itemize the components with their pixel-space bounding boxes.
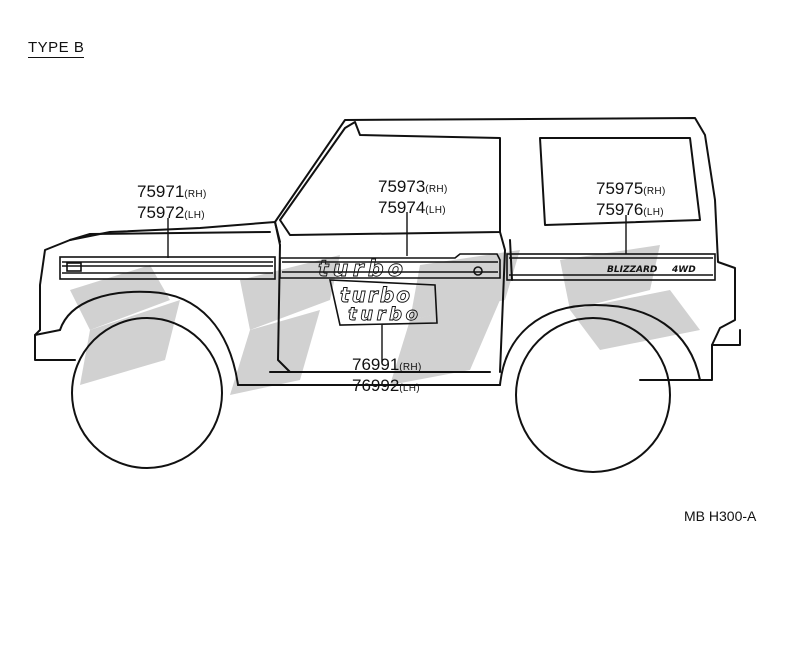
label-75975: 75975(RH) 75976(LH) (596, 180, 666, 222)
part-number-lh: 75976 (596, 200, 644, 219)
side-rh: (RH) (643, 186, 666, 197)
part-number-rh: 75975 (596, 179, 644, 198)
label-76991: 76991(RH) 76992(LH) (352, 356, 422, 398)
front-wheel (71, 317, 223, 469)
turbo-panel-76991 (328, 279, 438, 326)
side-rh: (RH) (184, 189, 207, 200)
turbo-stripe-text: turbo (318, 257, 403, 282)
side-lh: (LH) (643, 207, 664, 218)
watermark-logo (70, 245, 700, 395)
side-lh: (LH) (425, 205, 446, 216)
diagram-code: MB H300-A (684, 508, 757, 524)
door-outline (277, 244, 291, 373)
stripe-rear-75975 (506, 253, 716, 281)
rear-wheel (515, 317, 671, 473)
part-number-lh: 75972 (137, 203, 185, 222)
part-number-rh: 75973 (378, 177, 426, 196)
side-rh: (RH) (425, 184, 448, 195)
part-number-lh: 75974 (378, 198, 426, 217)
rear-window (539, 137, 701, 226)
side-lh: (LH) (399, 383, 420, 394)
front-wheel-arch (59, 290, 239, 386)
stripe-front-75971 (59, 256, 276, 280)
label-75971: 75971(RH) 75972(LH) (137, 183, 207, 225)
side-rh: (RH) (399, 362, 422, 373)
diagram-title: TYPE B (28, 39, 85, 58)
blizzard-text: BLIZZARD (607, 265, 658, 275)
stripe-door-75973 (279, 253, 501, 279)
awd-text: 4WD (671, 265, 696, 275)
turbo-panel-text-1: turbo (340, 283, 410, 307)
body-outline (39, 117, 736, 381)
rear-wheel-arch (499, 304, 701, 386)
part-number-lh: 76992 (352, 376, 400, 395)
part-number-rh: 76991 (352, 355, 400, 374)
part-number-rh: 75971 (137, 182, 185, 201)
label-75973: 75973(RH) 75974(LH) (378, 178, 448, 220)
roof-line (279, 121, 501, 236)
side-lh: (LH) (184, 210, 205, 221)
turbo-panel-text-2: turbo (348, 304, 418, 325)
